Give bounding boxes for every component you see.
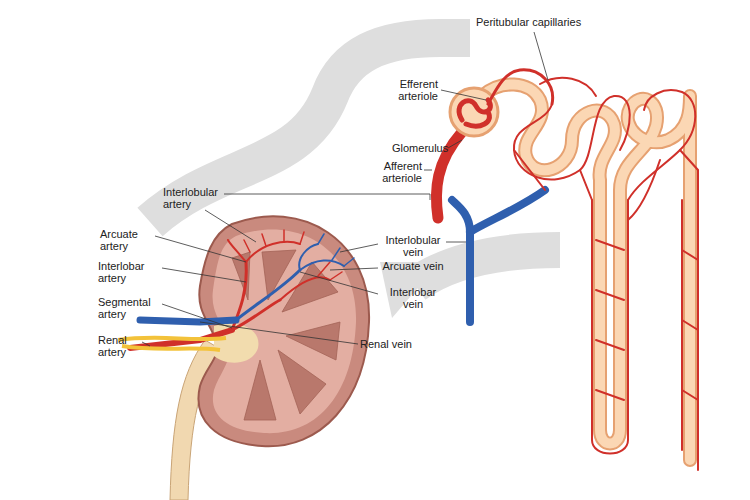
part-label: Interlobar artery [98, 260, 160, 284]
interlobular-vein [452, 190, 545, 322]
part-label: Peritubular capillaries [476, 16, 616, 28]
part-label: Arcuate vein [381, 260, 445, 272]
part-label: Arcuate artery [100, 228, 152, 252]
leader-lines [142, 32, 548, 346]
part-label: Interlobular artery [163, 186, 225, 210]
part-label: Efferent arteriole [386, 78, 438, 102]
part-label: Renal artery [98, 334, 140, 358]
glomerulus [459, 100, 490, 126]
renal-nerve [118, 338, 226, 350]
part-label: Segmental artery [98, 296, 160, 320]
part-label: Glomerulus [392, 142, 452, 154]
flow-band [150, 38, 470, 222]
kidney-arteries [130, 230, 342, 348]
peritubular-capillaries [488, 70, 698, 470]
part-label: Afferent arteriole [368, 160, 422, 184]
part-label: Interlobar vein [381, 286, 445, 310]
nephron-tubules [482, 84, 690, 460]
bowman-capsule [450, 88, 498, 136]
part-label: Renal vein [360, 338, 430, 350]
part-label: Interlobular vein [381, 234, 445, 258]
